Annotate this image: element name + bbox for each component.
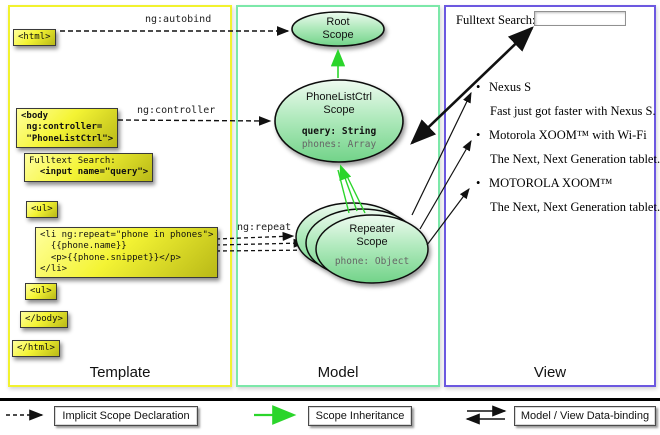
view-item-title: •MOTOROLA XOOM™ (476, 176, 613, 190)
phonelistctrl-query-prop: query: String (301, 126, 377, 137)
inheritance-wire-repeat-2 (339, 164, 358, 212)
model-panel-label: Model (317, 364, 359, 381)
repeat-wire-1 (215, 231, 295, 241)
legend-binding-label: Model / View Data-binding (514, 406, 656, 426)
root-scope-ellipse (291, 11, 385, 47)
autobind-label: ng:autobind (145, 14, 212, 25)
fulltext-template-box: Fulltext Search: <input name="query"> (24, 153, 154, 182)
phonelistctrl-phones-prop: phones: Array (301, 139, 377, 150)
item-binding-wire-1 (411, 91, 472, 216)
legend-implicit-label: Implicit Scope Declaration (54, 406, 198, 426)
template-panel-label: Template (89, 364, 151, 381)
view-item-title: •Nexus S (476, 80, 532, 94)
phonelistctrl-scope-title: PhoneListCtrl Scope (305, 91, 373, 116)
html-open-box: <html> (13, 29, 56, 47)
repeater-phone-prop: phone: Object (334, 256, 410, 267)
view-panel-label: View (533, 364, 567, 381)
body-open-box: <body ng:controller= "PhoneListCtrl"> (16, 108, 119, 148)
input-template-code: <input name="query"> (29, 167, 149, 178)
model-panel: Model (236, 5, 440, 387)
bullet-icon: • (476, 176, 481, 190)
view-item-description: The Next, Next Generation tablet. (490, 200, 660, 214)
repeat-label: ng:repeat (237, 222, 292, 233)
legend-inheritance-label: Scope Inheritance (308, 406, 412, 426)
view-item-description: The Next, Next Generation tablet. (490, 152, 660, 166)
repeat-wire-2 (215, 238, 306, 248)
ul-close-box: <ul> (25, 283, 57, 301)
body-close-box: </body> (20, 311, 68, 329)
repeater-scope-ellipse-front (315, 214, 429, 284)
item-binding-wire-2 (419, 139, 472, 230)
repeat-wire-3 (215, 245, 317, 255)
item-binding-wire-3 (426, 188, 470, 246)
view-search-label: Fulltext Search: (456, 13, 536, 27)
html-close-box: </html> (12, 340, 60, 358)
view-search-input[interactable] (534, 11, 626, 26)
bullet-icon: • (476, 80, 481, 94)
inheritance-wire-repeat-3 (343, 169, 366, 214)
repeater-scope-title: Repeater Scope (349, 223, 395, 248)
fulltext-template-label: Fulltext Search: (29, 156, 116, 166)
controller-label: ng:controller (137, 105, 216, 116)
bullet-icon: • (476, 128, 481, 142)
controller-wire (117, 116, 272, 126)
phonelistctrl-scope-ellipse (274, 79, 404, 163)
query-binding-wire (410, 26, 534, 145)
legend-separator (0, 398, 660, 401)
ul-open-box: <ul> (26, 201, 58, 219)
root-scope-title: Root Scope (322, 16, 354, 41)
li-repeat-box: <li ng:repeat="phone in phones"> {{phone… (35, 227, 219, 278)
view-item-description: Fast just got faster with Nexus S. (490, 104, 656, 118)
view-item-title: •Motorola XOOM™ with Wi-Fi (476, 128, 647, 142)
